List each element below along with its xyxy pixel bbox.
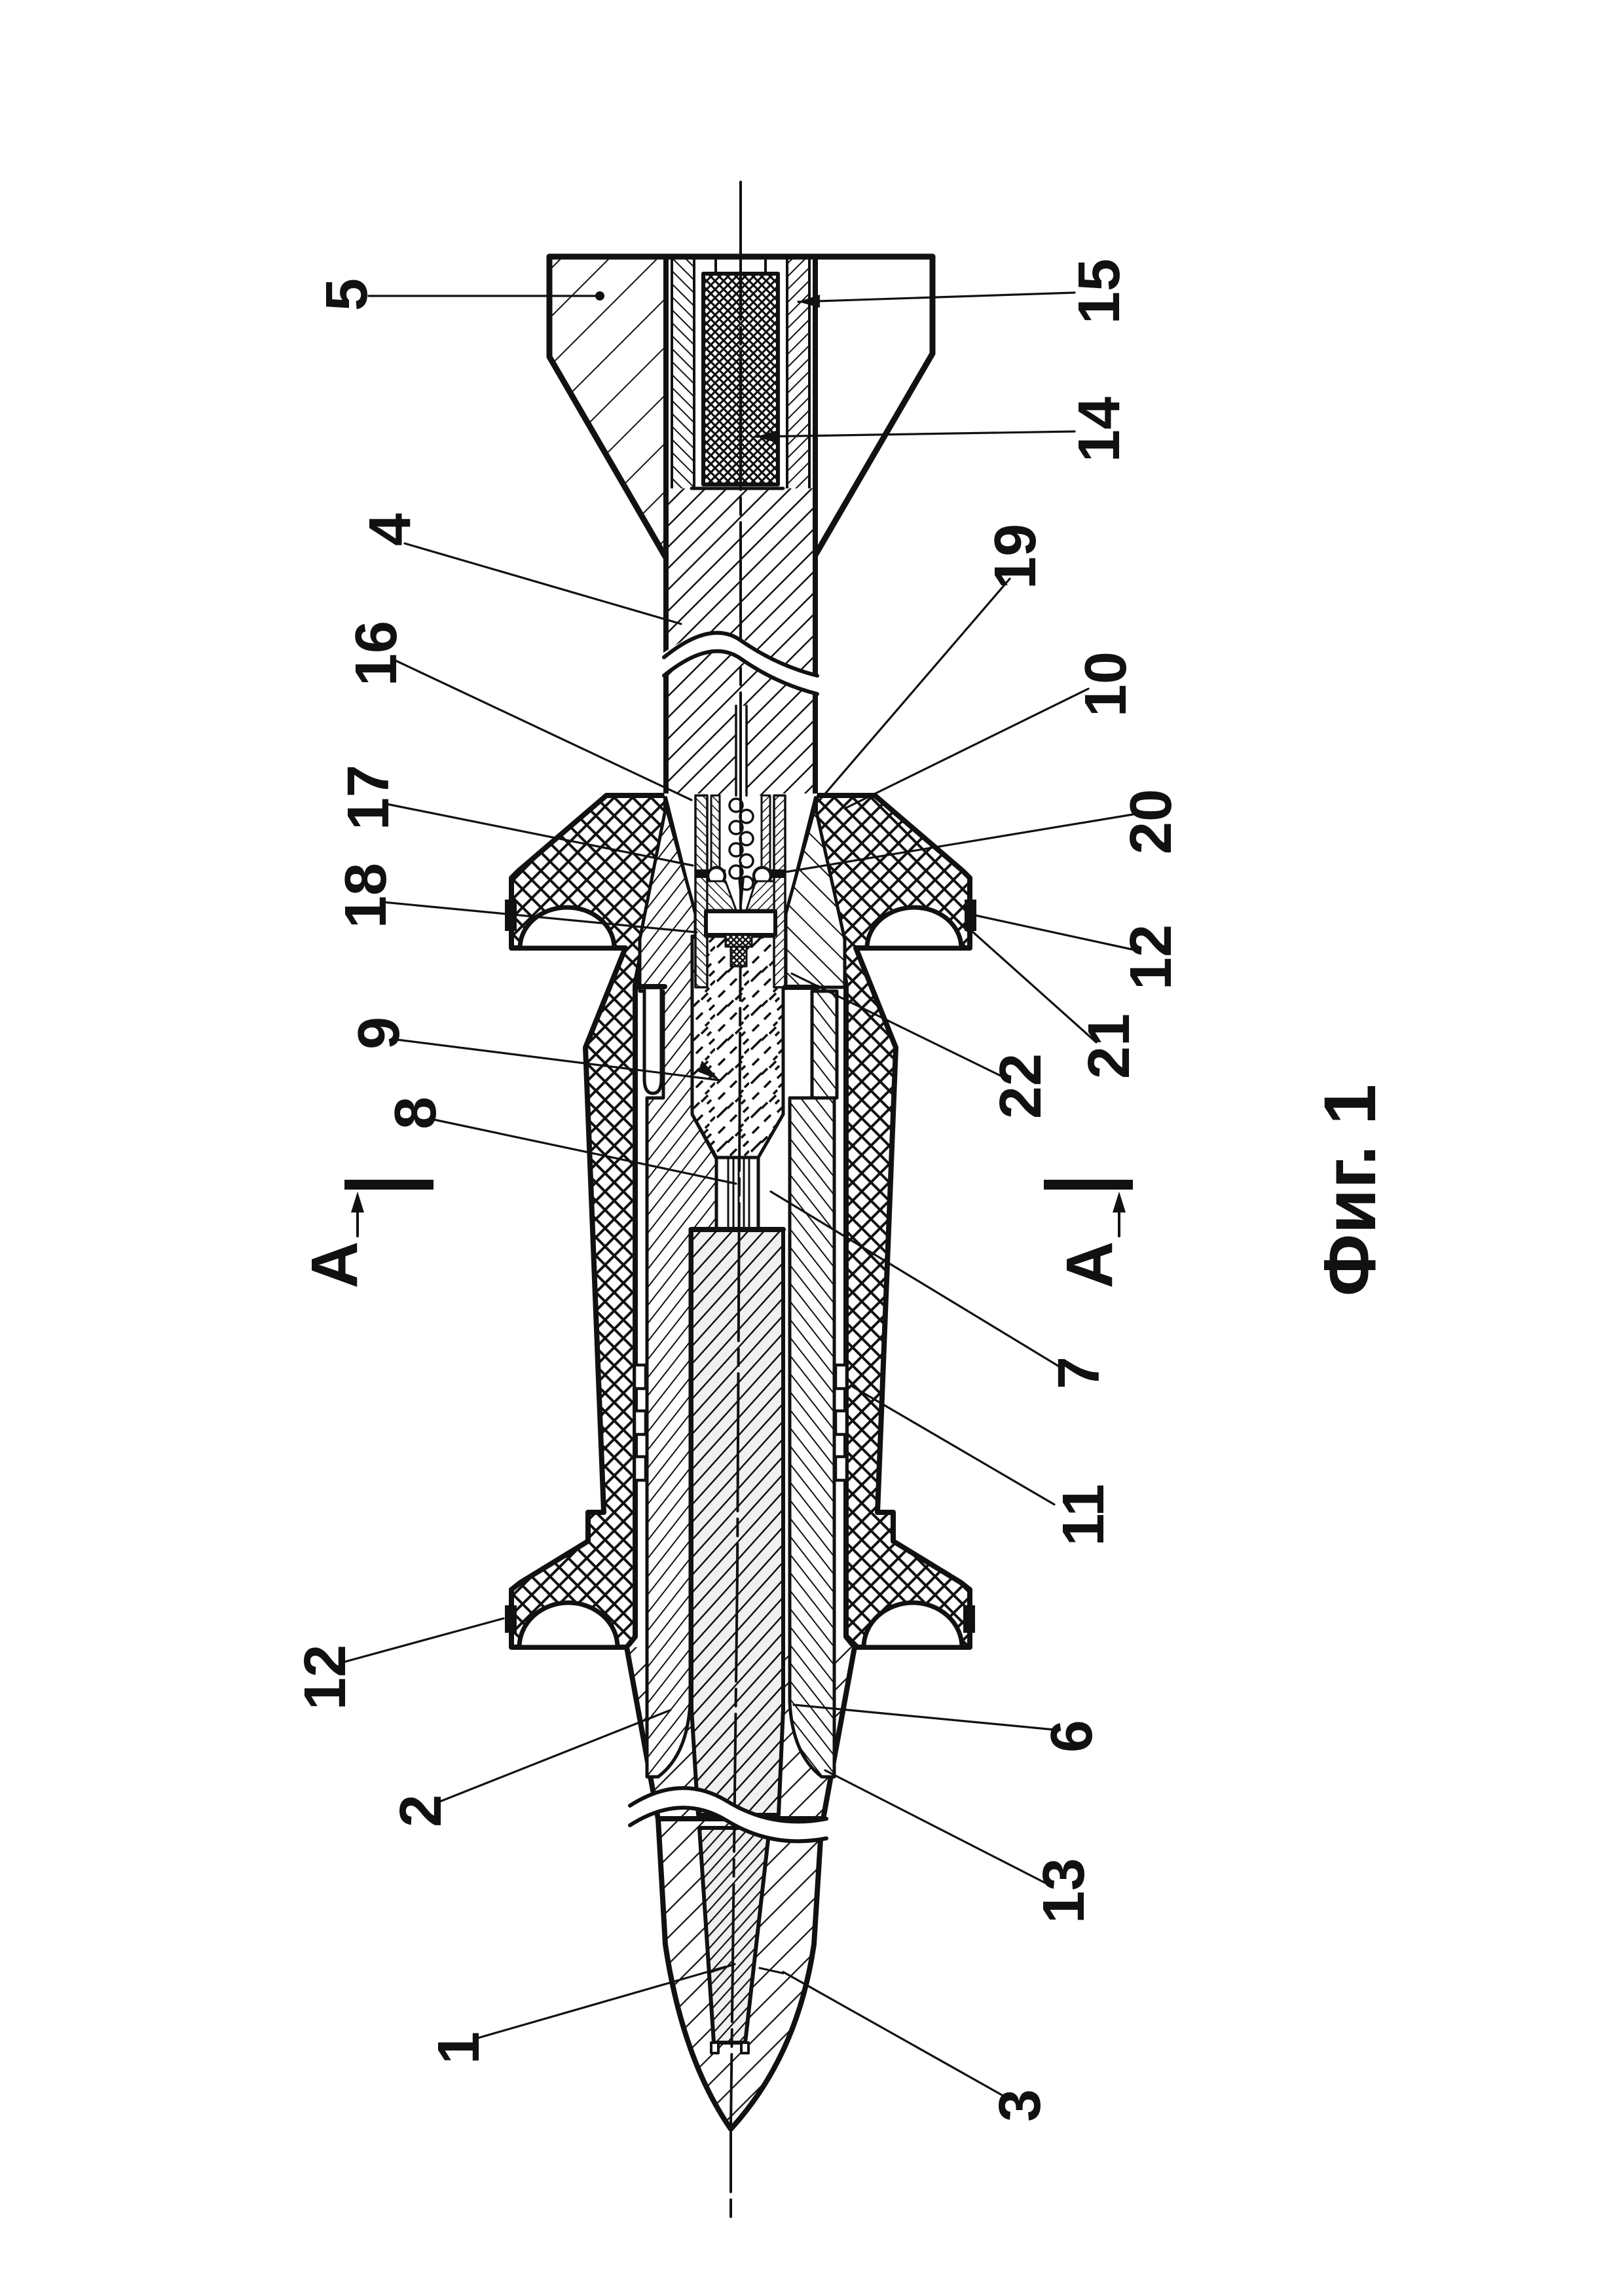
svg-text:4: 4 <box>358 513 423 546</box>
svg-text:9: 9 <box>346 1017 412 1049</box>
svg-text:12: 12 <box>1118 924 1184 990</box>
svg-text:6: 6 <box>1039 1720 1105 1753</box>
svg-text:8: 8 <box>383 1097 449 1129</box>
svg-text:18: 18 <box>333 863 399 928</box>
svg-text:1: 1 <box>426 2032 492 2064</box>
svg-text:7: 7 <box>1046 1357 1112 1389</box>
svg-text:17: 17 <box>336 765 401 830</box>
svg-text:15: 15 <box>1067 259 1132 324</box>
svg-text:Фиг. 1: Фиг. 1 <box>1309 1084 1391 1296</box>
svg-text:2: 2 <box>388 1795 454 1827</box>
svg-text:5: 5 <box>314 278 380 311</box>
svg-text:3: 3 <box>987 2089 1053 2122</box>
svg-text:14: 14 <box>1067 397 1132 462</box>
svg-text:A: A <box>298 1241 371 1288</box>
svg-text:16: 16 <box>344 621 409 686</box>
svg-text:10: 10 <box>1073 651 1139 717</box>
svg-text:20: 20 <box>1118 789 1184 854</box>
svg-text:19: 19 <box>983 524 1048 589</box>
svg-text:11: 11 <box>1051 1484 1116 1546</box>
svg-text:13: 13 <box>1031 1858 1097 1923</box>
svg-text:21: 21 <box>1077 1013 1142 1079</box>
svg-text:22: 22 <box>988 1053 1054 1119</box>
svg-text:12: 12 <box>293 1645 358 1710</box>
svg-text:A: A <box>1053 1241 1126 1288</box>
